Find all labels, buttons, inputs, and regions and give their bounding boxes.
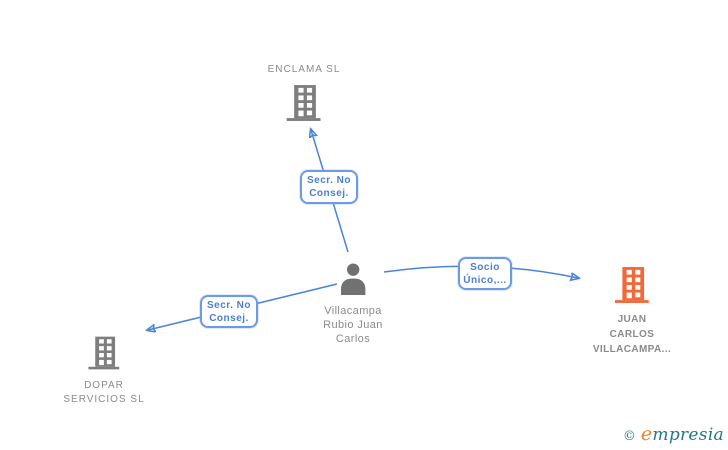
company-name-line: DOPAR bbox=[84, 380, 124, 391]
edge-label-socio-unico[interactable]: Socio Único,... bbox=[458, 257, 512, 290]
edge-label-line: Consej. bbox=[309, 188, 349, 199]
edge-label-secr-no-consej-dopar[interactable]: Secr. No Consej. bbox=[200, 295, 258, 328]
building-icon bbox=[88, 336, 120, 370]
company-name-label: ENCLAMA SL bbox=[267, 64, 341, 75]
node-company-dopar-servicios[interactable]: DOPAR SERVICIOS SL bbox=[63, 336, 144, 407]
node-person-villacampa[interactable]: Villacampa Rubio Juan Carlos bbox=[323, 263, 383, 346]
brand-name: empresia bbox=[641, 423, 724, 445]
person-name-line: Carlos bbox=[335, 333, 371, 345]
company-name-label: DOPAR SERVICIOS SL bbox=[63, 379, 144, 407]
edge-label-secr-no-consej-enclama[interactable]: Secr. No Consej. bbox=[300, 170, 358, 204]
node-company-enclama[interactable]: ENCLAMA SL bbox=[268, 63, 341, 121]
person-icon bbox=[338, 263, 368, 295]
company-name-line: VILLACAMPA... bbox=[592, 344, 672, 355]
edge-label-line: Consej. bbox=[209, 312, 249, 324]
company-name-line: JUAN bbox=[617, 314, 647, 325]
edge-label-line: Único,... bbox=[463, 274, 507, 286]
person-name-label: Villacampa Rubio Juan Carlos bbox=[323, 304, 383, 346]
empresia-logo[interactable]: © empresia bbox=[623, 423, 724, 445]
brand-first-letter: e bbox=[640, 423, 653, 445]
building-icon bbox=[287, 85, 321, 121]
person-name-line: Villacampa bbox=[324, 305, 382, 317]
node-company-juan-carlos-villacampa[interactable]: JUAN CARLOS VILLACAMPA... bbox=[593, 267, 671, 357]
copyright-icon: © bbox=[622, 429, 636, 444]
company-name-line: CARLOS bbox=[609, 329, 655, 340]
person-name-line: Rubio Juan bbox=[323, 319, 383, 331]
edge-label-line: Secr. No bbox=[206, 299, 252, 311]
brand-rest: mpresia bbox=[652, 425, 724, 445]
edge-label-line: Secr. No bbox=[306, 175, 352, 186]
company-name-label: JUAN CARLOS VILLACAMPA... bbox=[593, 312, 671, 357]
building-icon-highlighted bbox=[614, 267, 649, 303]
company-name-line: SERVICIOS SL bbox=[63, 394, 145, 405]
edge-label-line: Socio bbox=[470, 261, 500, 273]
